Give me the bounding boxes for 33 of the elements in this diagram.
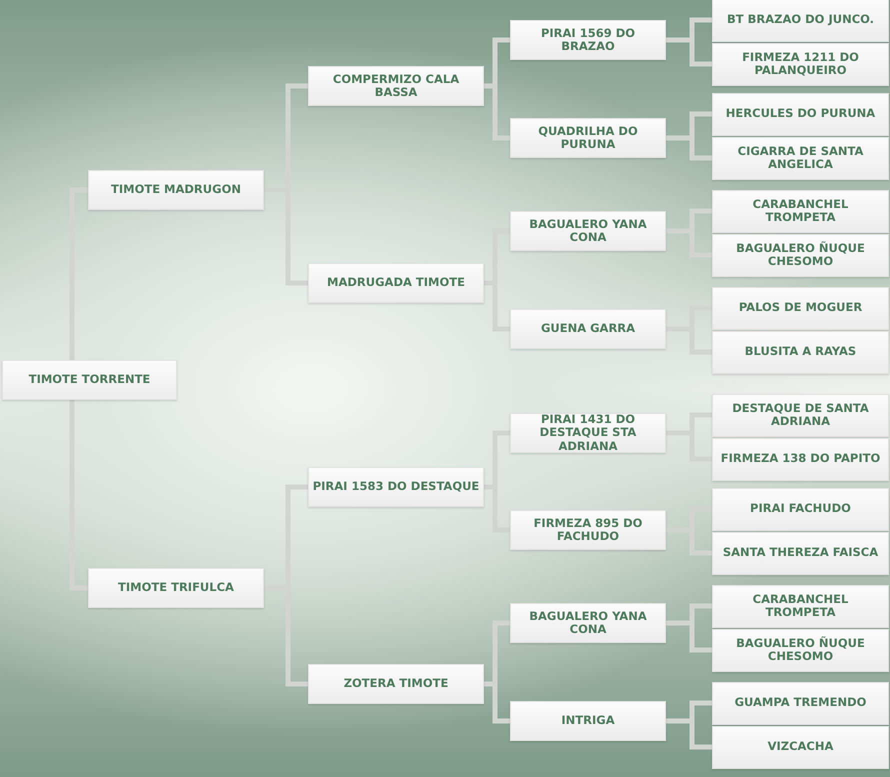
name-box: PALOS DE MOGUER xyxy=(712,286,889,330)
name-box: HERCULES DO PURUNA xyxy=(712,92,889,136)
name-box: BAGUALERO YANA CONA xyxy=(510,603,666,643)
name-box: BAGUALERO ÑUQUE CHESOMO xyxy=(712,234,889,276)
name-box: GUAMPA TREMENDO xyxy=(712,682,889,724)
name-box: DESTAQUE DE SANTA ADRIANA xyxy=(712,394,889,436)
name-box: ZOTERA TIMOTE xyxy=(308,664,484,704)
name-box: BT BRAZAO DO JUNCO. xyxy=(712,0,889,42)
name-box: GUENA GARRA xyxy=(510,309,666,349)
name-box: PIRAI 1583 DO DESTAQUE xyxy=(308,467,484,507)
name-box: COMPERMIZO CALA BASSA xyxy=(308,66,484,106)
name-box: TIMOTE MADRUGON xyxy=(88,170,264,210)
name-box: FIRMEZA 1211 DO PALANQUEIRO xyxy=(712,42,889,86)
name-box: CARABANCHEL TROMPETA xyxy=(712,584,889,628)
name-box: SANTA THEREZA FAISCA xyxy=(712,532,889,574)
name-box: FIRMEZA 138 DO PAPITO xyxy=(712,438,889,480)
name-box: CIGARRA DE SANTA ANGELICA xyxy=(712,136,889,180)
name-box: FIRMEZA 895 DO FACHUDO xyxy=(510,510,666,550)
connector-line xyxy=(70,188,88,362)
name-box: CARABANCHEL TROMPETA xyxy=(712,190,889,232)
name-box: TIMOTE TORRENTE xyxy=(2,360,177,400)
name-box: PIRAI FACHUDO xyxy=(712,488,889,530)
name-box: TIMOTE TRIFULCA xyxy=(88,568,264,608)
name-box: VIZCACHA xyxy=(712,726,889,768)
name-box: QUADRILHA DO PURUNA xyxy=(510,118,666,158)
name-box: PIRAI 1569 DO BRAZAO xyxy=(510,20,666,60)
name-box: BLUSITA A RAYAS xyxy=(712,330,889,374)
name-box: BAGUALERO ÑUQUE CHESOMO xyxy=(712,628,889,672)
connector-line xyxy=(70,398,88,590)
name-box: INTRIGA xyxy=(510,701,666,741)
name-box: BAGUALERO YANA CONA xyxy=(510,211,666,251)
name-box: MADRUGADA TIMOTE xyxy=(308,263,484,303)
name-box: PIRAI 1431 DO DESTAQUE STA ADRIANA xyxy=(510,413,666,453)
